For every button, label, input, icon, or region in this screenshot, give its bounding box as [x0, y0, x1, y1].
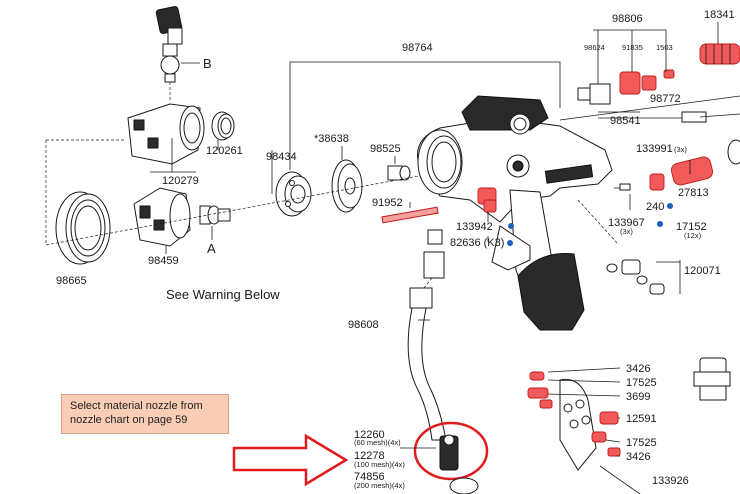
air-cap-ring-120261: [211, 111, 235, 141]
label-98434: 98434: [266, 151, 297, 163]
see-warning-text: See Warning Below: [166, 287, 280, 302]
bullet-133942: [508, 223, 514, 229]
packing-133942: [477, 187, 497, 213]
fluid-nozzle-a: [199, 205, 231, 240]
bullet-82636: [507, 240, 513, 246]
label-17152: 17152: [676, 221, 707, 233]
label-98525: 98525: [370, 143, 401, 155]
label-74856: 74856: [354, 471, 385, 483]
label-74856-mesh: (200 mesh)(4x): [354, 481, 405, 490]
label-120071: 120071: [684, 265, 721, 277]
label-91952: 91952: [372, 197, 403, 209]
label-18341: 18341: [704, 9, 735, 21]
label-82636: 82636 (K3): [450, 237, 504, 249]
label-240: 240: [646, 201, 664, 213]
fitting-98525: [387, 165, 411, 181]
label-3426-bottom: 3426: [626, 451, 650, 463]
part-labels: 98806 18341 98764 98624 91835 1503 98772…: [56, 9, 735, 490]
leader-lines: [150, 22, 719, 457]
label-98541: 98541: [610, 115, 641, 127]
label-133991: 133991: [636, 143, 673, 155]
adjust-valve-98806: [577, 69, 675, 105]
nozzle-note-box: Select material nozzle from nozzle chart…: [61, 394, 229, 434]
spring-27813: [670, 156, 714, 186]
label-98608: 98608: [348, 319, 379, 331]
label-17525-bottom: 17525: [626, 437, 657, 449]
spray-gun-body: [417, 95, 613, 331]
label-98806: 98806: [612, 13, 643, 25]
label-17152-qty: (12x): [684, 231, 702, 240]
label-3699: 3699: [626, 391, 650, 403]
label-12278-mesh: (100 mesh)(4x): [354, 460, 405, 469]
label-133942: 133942: [456, 221, 493, 233]
filter-highlight: [413, 421, 489, 494]
label-98624: 98624: [584, 43, 605, 52]
spring-18341: [699, 43, 740, 65]
label-120279: 120279: [162, 175, 199, 187]
label-91835: 91835: [622, 43, 643, 52]
fluid-tube-98608: [407, 229, 447, 441]
label-98459: 98459: [148, 255, 179, 267]
air-cap-key-assembly: [155, 6, 183, 102]
pointer-arrow: [232, 433, 349, 487]
screw-133967: [614, 183, 631, 191]
retaining-ring-98665: [55, 191, 111, 265]
label-1503: 1503: [656, 43, 673, 52]
label-133926: 133926: [652, 475, 689, 487]
bullet-240: [667, 203, 673, 209]
air-cap-98459: [133, 187, 191, 247]
label-27813: 27813: [678, 187, 709, 199]
air-cap-120279: [45, 103, 205, 245]
callout-b: B: [203, 56, 212, 71]
label-133967-qty: (3x): [620, 227, 633, 236]
trigger-stud-120071: [577, 199, 665, 295]
seal-133991: [649, 173, 665, 191]
label-12260-mesh: (60 mesh)(4x): [354, 438, 401, 447]
label-120261: 120261: [206, 145, 243, 157]
label-98772: 98772: [650, 93, 681, 105]
label-12591: 12591: [626, 413, 657, 425]
baffle-98434: [275, 171, 312, 217]
label-12278: 12278: [354, 450, 385, 462]
label-98665: 98665: [56, 275, 87, 287]
multi-tool-133926: [527, 371, 641, 494]
packing-91952: [381, 206, 439, 224]
cap-17152: [727, 139, 740, 165]
seal-38638: [331, 159, 363, 213]
label-17525-top: 17525: [626, 377, 657, 389]
label-38638: *38638: [314, 133, 349, 145]
label-12260: 12260: [354, 429, 385, 441]
label-3426-top: 3426: [626, 363, 650, 375]
label-98764: 98764: [402, 42, 433, 54]
callout-a: A: [207, 241, 216, 256]
label-133991-qty: (3x): [674, 145, 687, 154]
air-fitting-right: [693, 357, 731, 401]
needle-98541: [559, 95, 740, 123]
bullet-133967: [657, 221, 663, 227]
label-133967: 133967: [608, 217, 645, 229]
